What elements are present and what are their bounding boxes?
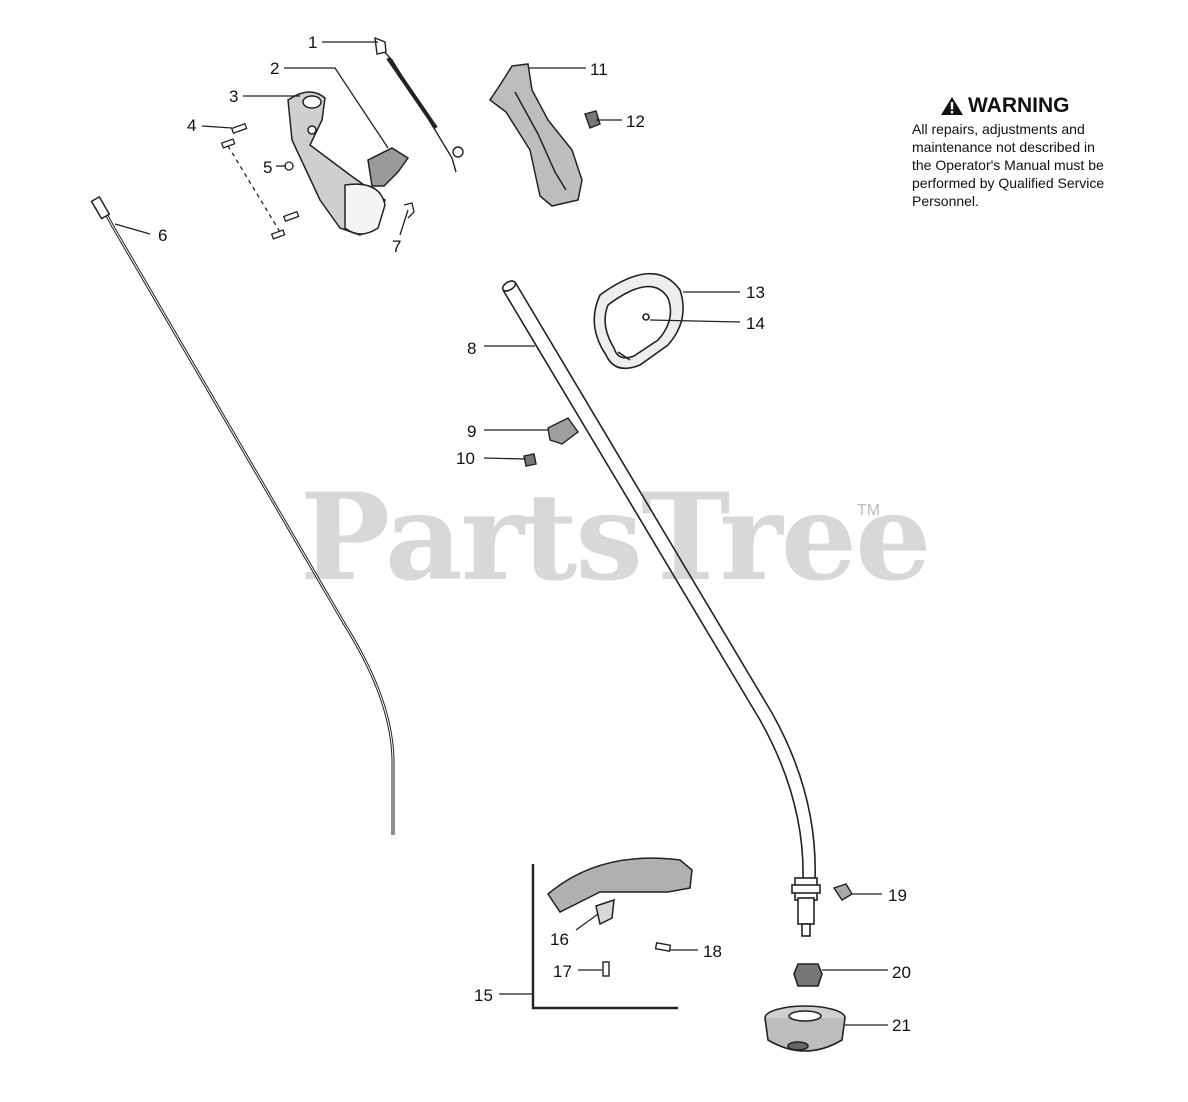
part-15-guard-group-bracket: [531, 864, 678, 1010]
callout-17: 17: [553, 962, 572, 981]
callout-12: 12: [626, 112, 645, 131]
callout-numbers: 1 2 3 4 5 6 7 8 9 10 11 12 13 14 15 16 1…: [158, 33, 911, 1035]
warning-triangle-icon: [941, 97, 963, 115]
warning-body: All repairs, adjustments and maintenance…: [912, 120, 1162, 210]
leader-lines: [114, 41, 888, 1026]
warning-line-1: All repairs, adjustments and: [912, 121, 1085, 137]
callout-8: 8: [467, 339, 476, 358]
warning-title-text: WARNING: [968, 94, 1070, 117]
warning-line-2: maintenance not described in: [912, 139, 1095, 155]
part-1-throttle-cable: [374, 36, 464, 173]
callout-18: 18: [703, 942, 722, 961]
parts-4-5-screws: [220, 122, 300, 240]
callout-1: 1: [308, 33, 317, 52]
callout-7: 7: [392, 237, 401, 256]
warning-line-3: the Operator's Manual must be: [912, 157, 1104, 173]
callout-5: 5: [263, 158, 272, 177]
callout-21: 21: [892, 1016, 911, 1035]
part-7-clip: [403, 202, 415, 219]
callout-9: 9: [467, 422, 476, 441]
callout-6: 6: [158, 226, 167, 245]
part-21-trimmer-head: [764, 1005, 846, 1052]
warning-title: WARNING: [940, 94, 1162, 118]
trademark-mark: TM: [857, 502, 881, 519]
part-2-trigger: [367, 147, 410, 187]
part-6-drive-cable: [90, 195, 395, 835]
callout-19: 19: [888, 886, 907, 905]
part-11-handle-half: [488, 63, 583, 207]
callout-4: 4: [187, 116, 196, 135]
callout-20: 20: [892, 963, 911, 982]
part-17-18-fasteners: [602, 942, 672, 977]
part-8-drive-shaft-tube: [501, 280, 821, 937]
part-12-nut: [584, 110, 601, 129]
part-9-10-clamp: [523, 417, 579, 467]
callout-11: 11: [590, 60, 608, 79]
part-3-handle-housing: [287, 91, 386, 236]
warning-line-5: Personnel.: [912, 193, 979, 209]
callout-14: 14: [746, 314, 765, 333]
part-13-loop-handle: [593, 272, 684, 370]
part-16-guard: [547, 857, 693, 926]
part-20-adapter: [793, 963, 823, 987]
callout-13: 13: [746, 283, 765, 302]
warning-line-4: performed by Qualified Service: [912, 175, 1105, 191]
callout-2: 2: [270, 59, 279, 78]
callout-15: 15: [474, 986, 493, 1005]
part-19-nut: [832, 883, 853, 901]
callout-10: 10: [456, 449, 475, 468]
warning-notice: WARNING All repairs, adjustments and mai…: [912, 94, 1162, 210]
parts-tree-watermark: PartsTree: [300, 467, 931, 608]
callout-3: 3: [229, 87, 238, 106]
callout-16: 16: [550, 930, 569, 949]
